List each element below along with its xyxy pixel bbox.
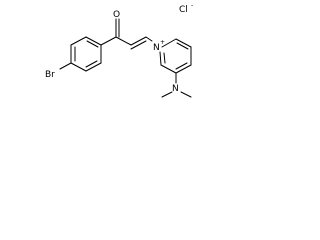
- bond-ring2-double-2: [175, 62, 188, 70]
- bromophenyl-ring: [70, 36, 102, 72]
- bond-vinyl-1: [130, 36, 147, 46]
- bond-ring1-d: [70, 62, 87, 72]
- bond-vinyl-2: [130, 40, 147, 50]
- bond-ring-carbonyl: [100, 36, 117, 46]
- chloride-label: Cl: [179, 5, 188, 15]
- bond-ring2-double-3: [163, 52, 166, 64]
- bond-ring2-d: [175, 64, 192, 74]
- bromine-label: Br: [45, 70, 55, 80]
- bond-ring2-double-1: [176, 42, 189, 50]
- bond-c-br: [59, 62, 72, 70]
- pyridinium-ring: [159, 38, 192, 74]
- bond-ring1-double-1: [86, 40, 99, 48]
- structure-canvas: O Br N + N Cl -: [0, 0, 200, 104]
- bond-ring2-b: [175, 38, 192, 48]
- bond-ring1-a: [85, 36, 102, 46]
- bond-ring1-double-2: [85, 60, 98, 68]
- oxygen-label: O: [113, 10, 120, 20]
- bond-ring2-a: [161, 38, 177, 48]
- bond-vinyl-n: [145, 36, 153, 42]
- bond-ring1-f: [70, 36, 87, 46]
- negative-charge-label: -: [191, 2, 193, 9]
- positive-charge-label: +: [160, 39, 165, 46]
- bond-methyl-left: [161, 91, 173, 98]
- bond-carbonyl-vinyl: [115, 36, 132, 46]
- structure-drawing: O Br N + N Cl -: [45, 2, 193, 98]
- bond-ring1-c: [85, 62, 102, 72]
- pyridinium-nitrogen-label: N: [153, 43, 160, 53]
- bond-ring2-f: [159, 51, 162, 66]
- bond-methyl-right: [180, 91, 192, 98]
- amine-nitrogen-label: N: [172, 84, 179, 94]
- bond-ring2-e: [160, 64, 177, 74]
